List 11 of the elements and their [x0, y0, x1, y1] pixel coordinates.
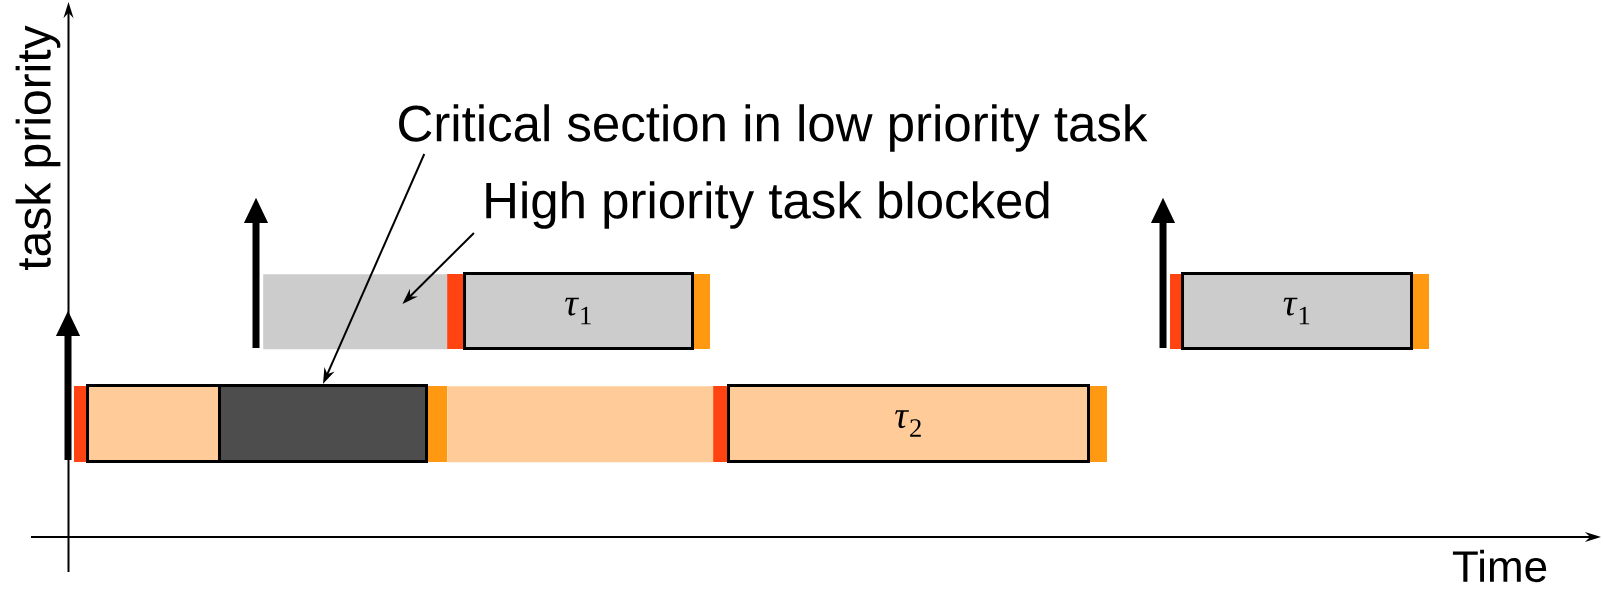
task-box: τ$_{2}$	[727, 384, 1090, 463]
task-box: τ$_{1}$	[463, 272, 694, 350]
blocked-bar	[263, 274, 448, 350]
annotation-text: High priority task blocked	[486, 181, 1049, 229]
annotation-text: Critical section in low priority task	[399, 104, 1148, 152]
axis-label: Time	[1452, 549, 1547, 583]
task-box	[86, 384, 221, 463]
axis-label: task priority	[15, 25, 61, 270]
task-box	[218, 384, 428, 463]
task-box: τ$_{1}$	[1181, 272, 1413, 350]
blocked-bar	[447, 386, 714, 463]
